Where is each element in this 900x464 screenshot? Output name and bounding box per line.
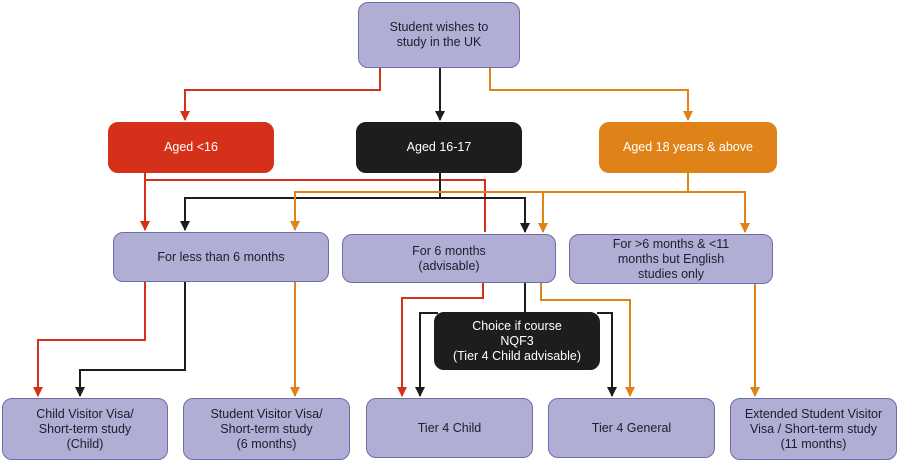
arrow-less6-to-child-visitor-black	[75, 282, 186, 397]
node-aged-under-16: Aged <16	[108, 122, 274, 173]
node-6-months: For 6 months (advisable)	[342, 234, 556, 283]
node-more-than-6-months: For >6 months & <11 months but English s…	[569, 234, 773, 284]
arrow-start-to-aged-under16	[180, 68, 381, 121]
arrow-choice-to-tier4-child	[415, 312, 438, 397]
node-aged-18-above: Aged 18 years & above	[599, 122, 777, 173]
arrow-choice-to-tier4-general	[597, 312, 617, 397]
node-less-than-6-months: For less than 6 months	[113, 232, 329, 282]
arrow-18-to-gt6	[688, 191, 750, 233]
node-student-wishes: Student wishes to study in the UK	[358, 2, 520, 68]
arrow-under16-to-6months	[145, 179, 486, 232]
arrow-1617-branch	[180, 173, 441, 231]
node-student-visitor-visa: Student Visitor Visa/ Short-term study (…	[183, 398, 350, 460]
node-tier4-child: Tier 4 Child	[366, 398, 533, 458]
arrow-6months-to-tier4-general	[540, 283, 635, 397]
arrow-less6-to-child-visitor	[33, 282, 146, 397]
node-child-visitor-visa: Child Visitor Visa/ Short-term study (Ch…	[2, 398, 168, 460]
node-extended-student-visitor: Extended Student Visitor Visa / Short-te…	[730, 398, 897, 460]
arrow-1617-to-6months	[440, 197, 530, 233]
node-aged-16-17: Aged 16-17	[356, 122, 522, 173]
arrow-start-to-aged-18	[489, 68, 693, 121]
arrow-18-branch	[290, 173, 689, 231]
node-tier4-general: Tier 4 General	[548, 398, 715, 458]
arrow-6months-to-tier4-child	[397, 283, 484, 397]
node-choice-nqf3: Choice if course NQF3 (Tier 4 Child advi…	[434, 312, 600, 370]
